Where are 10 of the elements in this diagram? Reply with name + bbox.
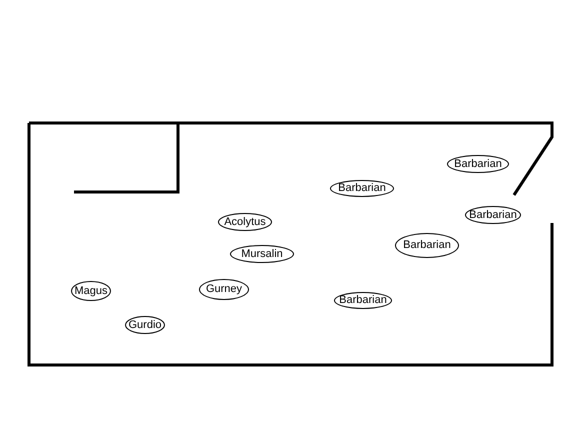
- name-ellipse: Magus: [71, 281, 111, 301]
- name-ellipse: Barbarian: [334, 292, 392, 308]
- name-ellipse: Mursalin: [230, 245, 294, 263]
- name-ellipse: Gurdio: [125, 316, 165, 334]
- name-ellipse: Barbarian: [447, 155, 509, 173]
- name-ellipse: Barbarian: [395, 232, 459, 258]
- name-ellipse: Barbarian: [465, 206, 521, 224]
- name-ellipse: Barbarian: [330, 180, 394, 196]
- name-ellipse: Acolytus: [218, 213, 272, 231]
- name-ellipse: Gurney: [199, 278, 249, 300]
